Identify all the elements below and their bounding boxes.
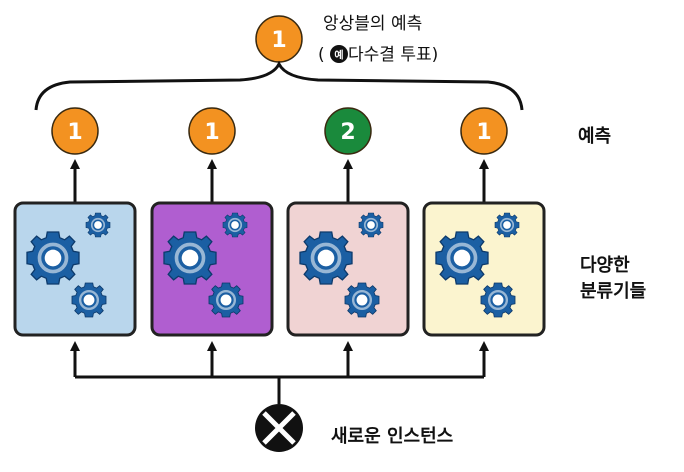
prediction-circle <box>51 107 99 155</box>
gear-icon <box>27 232 79 284</box>
predictions-label: 예측 <box>578 126 611 147</box>
input-connectors <box>70 341 489 404</box>
prediction-circle <box>188 107 236 155</box>
gear-icon <box>72 283 106 317</box>
curly-brace <box>34 60 524 111</box>
prediction-node-4: 1 <box>460 107 508 203</box>
gear-icon <box>495 213 519 237</box>
gear-icon <box>436 232 488 284</box>
prediction-node-2: 1 <box>188 107 236 203</box>
gear-icon <box>481 283 515 317</box>
ensemble-label: 앙상블의 예측 <box>323 14 422 34</box>
gear-icon <box>209 283 243 317</box>
classifier-box-1 <box>13 201 137 337</box>
gear-icon <box>223 213 247 237</box>
new-instance-label: 새로운 인스턴스 <box>331 426 453 447</box>
prediction-value: 1 <box>204 120 219 145</box>
example-mark-icon <box>330 45 348 63</box>
classifier-box-4 <box>422 201 546 337</box>
new-instance-node <box>255 404 303 452</box>
gear-icon <box>345 283 379 317</box>
classifier-box-2 <box>150 201 274 337</box>
classifier-box-3 <box>286 201 410 337</box>
prediction-value: 1 <box>67 120 82 145</box>
classifiers-label-line2: 분류기들 <box>580 281 646 302</box>
prediction-value: 1 <box>476 120 491 145</box>
ensemble-label-vote: 다수결 투표) <box>348 45 438 65</box>
ensemble-label-example: ( 예 다수결 투표) <box>318 45 438 65</box>
gear-icon <box>164 232 216 284</box>
ensemble-label-paren: ( <box>318 45 325 65</box>
prediction-value: 2 <box>340 120 355 145</box>
prediction-node-3: 2 <box>324 107 372 203</box>
ensemble-prediction-value: 1 <box>271 28 286 53</box>
gear-icon <box>86 213 110 237</box>
prediction-circle <box>460 107 508 155</box>
classifiers-label-line1: 다양한 <box>580 255 630 276</box>
example-mark-text: 예 <box>334 49 343 62</box>
prediction-node-1: 1 <box>51 107 99 203</box>
gear-icon <box>300 232 352 284</box>
prediction-circle <box>324 107 372 155</box>
ensemble-prediction-node: 1 <box>255 15 303 63</box>
gear-icon <box>359 213 383 237</box>
